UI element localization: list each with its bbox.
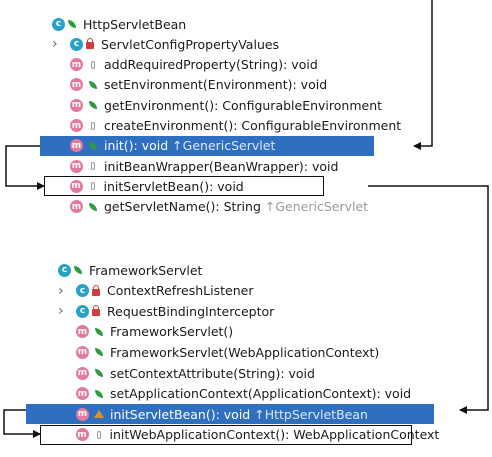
inner-class-name: ServletConfigPropertyValues xyxy=(101,36,280,52)
public-leaf-icon xyxy=(93,348,105,357)
inner-class-name: RequestBindingInterceptor xyxy=(107,303,275,319)
class-node-header[interactable]: c HttpServletBean xyxy=(52,14,186,34)
class-icon: c xyxy=(70,37,83,51)
method-icon: m xyxy=(76,345,89,359)
package-private-pin-icon xyxy=(87,121,99,130)
method-node[interactable]: m setContextAttribute(String): void xyxy=(76,363,315,383)
method-icon: m xyxy=(76,366,89,380)
method-signature: initBeanWrapper(BeanWrapper): void xyxy=(104,158,339,174)
method-icon: m xyxy=(70,58,83,72)
method-icon: m xyxy=(70,98,83,112)
method-node[interactable]: m FrameworkServlet(WebApplicationContext) xyxy=(76,342,379,362)
method-signature: initServletBean(): void xyxy=(110,406,251,422)
public-leaf-icon xyxy=(87,202,99,211)
package-private-pin-icon xyxy=(93,430,105,439)
arrow-from-top-to-init xyxy=(413,0,433,150)
inner-class-name: ContextRefreshListener xyxy=(107,283,254,299)
package-private-pin-icon xyxy=(87,162,99,171)
method-icon: m xyxy=(70,139,83,153)
method-signature: FrameworkServlet() xyxy=(110,324,234,340)
method-signature: FrameworkServlet(WebApplicationContext) xyxy=(110,344,380,360)
public-leaf-icon xyxy=(72,266,84,274)
class-icon: c xyxy=(76,304,89,318)
inner-class-node[interactable]: c ContextRefreshListener xyxy=(76,281,253,301)
class-icon: c xyxy=(76,284,89,298)
method-node[interactable]: m setApplicationContext(ApplicationContex… xyxy=(76,384,411,404)
inherited-from-label: ↑GenericServlet xyxy=(172,138,276,154)
method-signature: setApplicationContext(ApplicationContext… xyxy=(110,386,412,402)
method-signature: initWebApplicationContext(): WebApplicat… xyxy=(109,427,440,443)
method-icon: m xyxy=(70,119,83,132)
expand-chevron-icon[interactable]: › xyxy=(52,36,58,53)
method-icon: m xyxy=(76,407,89,421)
method-icon: m xyxy=(76,325,89,339)
method-icon: m xyxy=(70,78,83,92)
inherited-from-label: ↑HttpServletBean xyxy=(254,406,368,422)
method-node[interactable]: m addRequiredProperty(String): void xyxy=(70,55,318,75)
inner-class-node[interactable]: c ServletConfigPropertyValues xyxy=(70,34,279,54)
class-node-header[interactable]: c FrameworkServlet xyxy=(58,260,202,280)
expand-chevron-icon[interactable]: › xyxy=(58,303,64,320)
method-icon: m xyxy=(75,428,89,442)
method-node[interactable]: m getEnvironment(): ConfigurableEnvironme… xyxy=(70,95,382,115)
class-icon: c xyxy=(52,17,65,31)
package-private-pin-icon xyxy=(87,182,99,191)
method-signature: getEnvironment(): ConfigurableEnvironmen… xyxy=(104,97,383,113)
method-icon: m xyxy=(70,159,83,173)
method-node[interactable]: m initServletBean(): void xyxy=(44,176,324,197)
private-lock-icon xyxy=(90,305,102,317)
public-leaf-icon xyxy=(66,20,78,28)
method-node[interactable]: m initServletBean(): void↑HttpServletBean xyxy=(26,404,434,425)
method-node[interactable]: m initWebApplicationContext(): WebApplica… xyxy=(40,424,439,445)
method-signature: setContextAttribute(String): void xyxy=(110,365,315,381)
public-leaf-icon xyxy=(93,327,105,336)
inherited-from-label: ↑GenericServlet xyxy=(264,199,369,215)
class-icon: c xyxy=(58,263,71,277)
method-node[interactable]: m FrameworkServlet() xyxy=(76,322,233,342)
method-signature: getServletName(): String xyxy=(104,199,261,215)
method-node[interactable]: m initBeanWrapper(BeanWrapper): void xyxy=(70,156,338,176)
method-signature: createEnvironment(): ConfigurableEnviron… xyxy=(104,118,402,133)
inner-class-node[interactable]: c RequestBindingInterceptor xyxy=(76,301,274,321)
method-signature: setEnvironment(Environment): void xyxy=(104,77,328,93)
expand-chevron-icon[interactable]: › xyxy=(58,282,64,299)
public-leaf-icon xyxy=(87,101,99,110)
method-icon: m xyxy=(69,179,83,193)
protected-key-icon xyxy=(93,410,105,419)
package-private-pin-icon xyxy=(87,60,99,69)
method-icon: m xyxy=(76,387,89,401)
method-signature: initServletBean(): void xyxy=(103,178,244,194)
method-node[interactable]: m getServletName(): String↑GenericServlet xyxy=(70,197,368,217)
method-signature: addRequiredProperty(String): void xyxy=(104,57,318,73)
method-icon: m xyxy=(70,200,83,214)
class-name: FrameworkServlet xyxy=(89,262,203,278)
method-node[interactable]: m init(): void↑GenericServlet xyxy=(40,135,374,156)
arrow-initServletBean-to-override xyxy=(368,185,489,414)
method-signature: init(): void xyxy=(104,138,169,154)
private-lock-icon xyxy=(90,284,102,296)
private-lock-icon xyxy=(84,38,96,50)
public-leaf-icon xyxy=(87,141,99,150)
public-leaf-icon xyxy=(93,369,105,377)
public-leaf-icon xyxy=(87,80,99,89)
public-leaf-icon xyxy=(93,389,105,398)
method-node[interactable]: m createEnvironment(): ConfigurableEnviro… xyxy=(70,116,401,136)
arrow-init-to-initServletBean xyxy=(5,145,45,190)
class-name: HttpServletBean xyxy=(83,16,187,32)
method-node[interactable]: m setEnvironment(Environment): void xyxy=(70,75,327,95)
